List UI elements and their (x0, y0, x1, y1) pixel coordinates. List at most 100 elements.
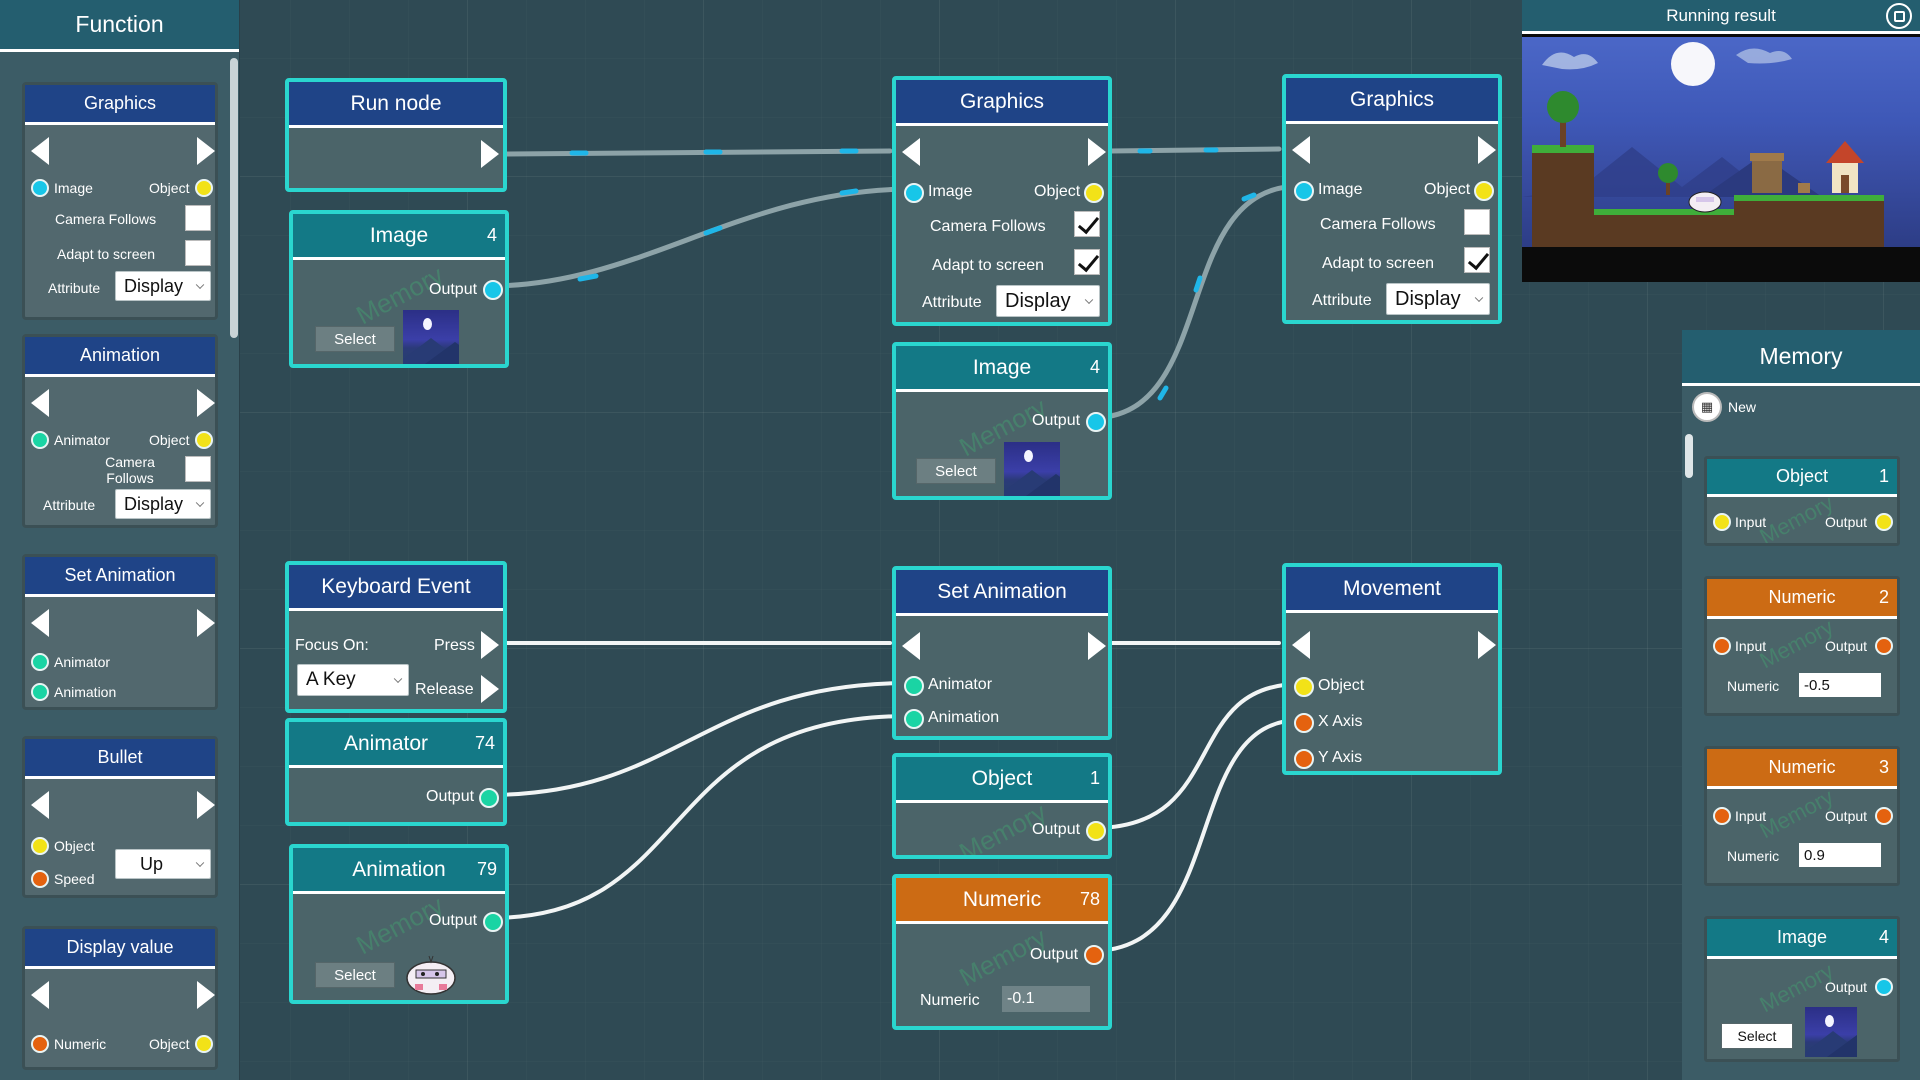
output-port-icon[interactable] (1084, 945, 1104, 965)
output-port-icon[interactable] (1875, 807, 1893, 825)
port-label: Object (1034, 183, 1081, 200)
output-port-icon[interactable] (1875, 513, 1893, 531)
function-card-set-animation[interactable]: Set Animation Animator Animation (22, 554, 218, 710)
new-memory-button[interactable]: ▦ New (1692, 392, 1756, 422)
function-card-display-value[interactable]: Display value Numeric Object (22, 926, 218, 1070)
object-port-icon[interactable] (1294, 677, 1314, 697)
attribute-dropdown[interactable]: Display (1386, 283, 1490, 315)
port-label: Object (1318, 677, 1365, 694)
node-run[interactable]: Run node (285, 78, 507, 192)
camera-follows-checkbox[interactable] (185, 205, 211, 231)
node-number: 4 (486, 225, 497, 245)
input-port-icon[interactable] (1713, 637, 1731, 655)
flow-out-icon[interactable] (1088, 632, 1106, 660)
input-port-icon[interactable] (1713, 807, 1731, 825)
output-port-icon[interactable] (1875, 637, 1893, 655)
direction-dropdown[interactable]: Up (115, 849, 211, 879)
numeric-label: Numeric (1727, 848, 1780, 864)
key-dropdown[interactable]: A Key (297, 664, 409, 696)
flow-out-icon[interactable] (1088, 138, 1106, 166)
function-card-animation[interactable]: Animation Animator Object Camera Follows… (22, 334, 218, 528)
game-scene (1522, 37, 1920, 247)
press-out-icon[interactable] (481, 631, 499, 659)
animator-port-icon[interactable] (904, 676, 924, 696)
node-title-text: Animator (343, 731, 429, 755)
input-port-icon[interactable] (1713, 513, 1731, 531)
output-port-icon[interactable] (483, 912, 503, 932)
memory-item-title: Numeric (1768, 757, 1836, 777)
select-button[interactable]: Select (315, 326, 395, 352)
object-port-icon (31, 837, 49, 855)
numeric-input[interactable]: 0.9 (1799, 843, 1881, 867)
running-result-panel: Running result (1522, 0, 1920, 282)
next-arrow-icon (197, 791, 215, 819)
adapt-checkbox[interactable] (185, 240, 211, 266)
flow-in-icon[interactable] (902, 138, 920, 166)
node-graphics[interactable]: Graphics Image Object Camera Follows Ada… (1282, 74, 1502, 324)
object-port-icon[interactable] (1474, 181, 1494, 201)
select-button[interactable]: Select (315, 962, 395, 988)
object-port-icon (195, 1035, 214, 1053)
numeric-input[interactable]: -0.5 (1799, 673, 1881, 697)
output-port-icon[interactable] (479, 788, 499, 808)
memory-scrollbar[interactable] (1685, 434, 1693, 478)
flow-out-icon[interactable] (1478, 136, 1496, 164)
flow-in-icon[interactable] (1292, 136, 1310, 164)
attribute-dropdown[interactable]: Display (996, 285, 1100, 317)
output-port-icon[interactable] (1086, 412, 1106, 432)
camera-follows-checkbox[interactable] (1074, 211, 1100, 237)
release-out-icon[interactable] (481, 675, 499, 703)
node-keyboard-event[interactable]: Keyboard Event Focus On: Press A Key Rel… (285, 561, 507, 713)
output-port-icon[interactable] (1086, 821, 1106, 841)
dropdown-value: Display (1395, 287, 1461, 310)
object-port-icon[interactable] (1084, 183, 1104, 203)
numeric-input[interactable]: -0.1 (1002, 986, 1090, 1012)
attribute-dropdown[interactable]: Display (115, 489, 211, 519)
output-port-icon[interactable] (1875, 978, 1893, 996)
camera-follows-checkbox[interactable] (185, 456, 211, 482)
flow-out-icon[interactable] (481, 140, 499, 168)
input-label: Input (1735, 808, 1767, 824)
select-button[interactable]: Select (1721, 1023, 1793, 1049)
sidebar-scrollbar[interactable] (230, 58, 238, 338)
node-set-animation[interactable]: Set Animation Animator Animation (892, 566, 1112, 740)
flow-in-icon[interactable] (1292, 631, 1310, 659)
camera-follows-checkbox[interactable] (1464, 209, 1490, 235)
node-title: Animator 74 (289, 722, 503, 768)
memory-item-title: Object (1775, 466, 1829, 486)
flow-out-icon[interactable] (1478, 631, 1496, 659)
select-button[interactable]: Select (916, 458, 996, 484)
y-axis-port-icon[interactable] (1294, 749, 1314, 769)
adapt-checkbox[interactable] (1074, 249, 1100, 275)
adapt-checkbox[interactable] (1464, 247, 1490, 273)
animation-port-icon[interactable] (904, 709, 924, 729)
function-card-graphics[interactable]: Graphics Image Object Camera Follows Ada… (22, 82, 218, 320)
image-port-icon[interactable] (1294, 181, 1314, 201)
node-graphics[interactable]: Graphics Image Object Camera Follows Ada… (892, 76, 1112, 326)
function-card-bullet[interactable]: Bullet Object Speed Up (22, 736, 218, 898)
flow-in-icon[interactable] (902, 632, 920, 660)
image-port-icon[interactable] (904, 183, 924, 203)
node-movement[interactable]: Movement Object X Axis Y Axis (1282, 563, 1502, 775)
port-label: Animation (54, 684, 117, 700)
dropdown-value: A Key (306, 669, 356, 690)
port-label: Animation (928, 709, 1000, 726)
attribute-dropdown[interactable]: Display (115, 271, 211, 301)
x-axis-port-icon[interactable] (1294, 713, 1314, 733)
output-port-icon[interactable] (483, 280, 503, 300)
stop-icon[interactable] (1886, 3, 1912, 29)
node-number: 74 (474, 733, 495, 753)
